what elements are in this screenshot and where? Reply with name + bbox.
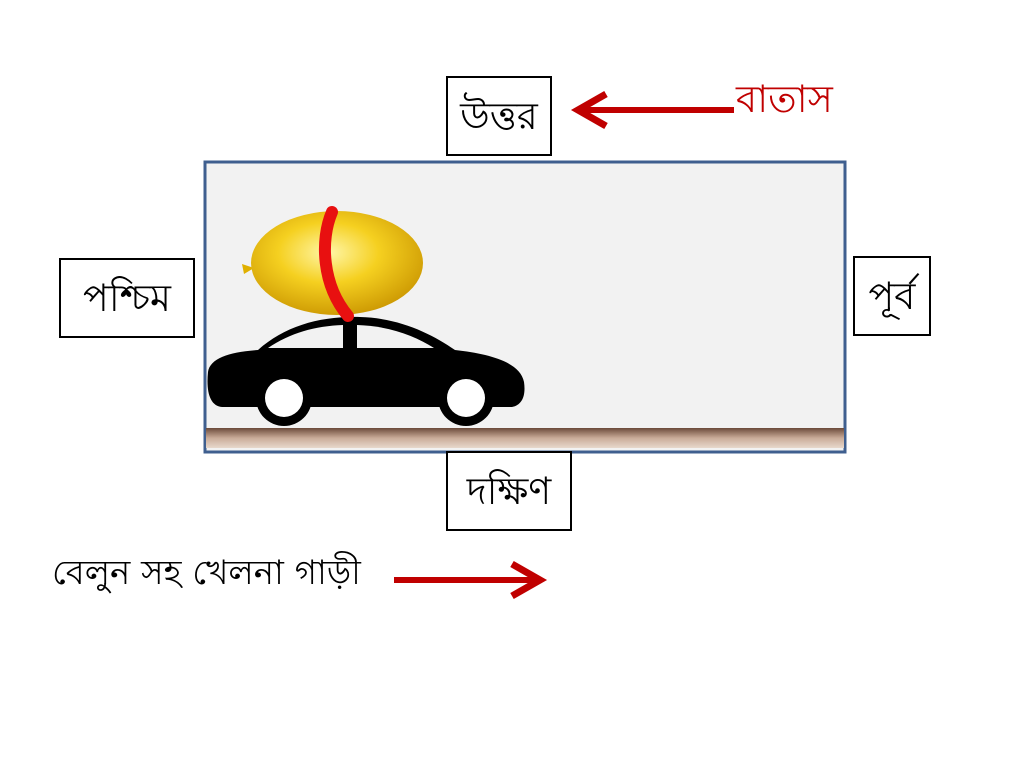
- direction-east-box: পূর্ব: [853, 256, 931, 336]
- wind-label: বাতাস: [736, 77, 833, 121]
- car-front-wheel-hub: [447, 379, 485, 417]
- direction-north-box: উত্তর: [446, 76, 552, 156]
- direction-south-label: দক্ষিণ: [466, 469, 552, 513]
- direction-north-label: উত্তর: [460, 94, 538, 138]
- direction-west-box: পশ্চিম: [59, 258, 195, 338]
- car-rear-window: [268, 325, 343, 348]
- direction-east-label: পূর্ব: [868, 274, 916, 318]
- balloon-knot: [242, 264, 254, 274]
- car-front-window: [357, 325, 434, 348]
- direction-south-box: দক্ষিণ: [446, 451, 572, 531]
- toy-car: [207, 316, 525, 426]
- car-motion-arrow-icon: [394, 560, 548, 600]
- car-label: বেলুন সহ খেলনা গাড়ী: [52, 553, 361, 593]
- car-rear-wheel-hub: [265, 379, 303, 417]
- balloon-body: [251, 211, 423, 315]
- wind-arrow-icon: [570, 90, 734, 130]
- balloon: [242, 206, 423, 322]
- ground-strip: [206, 428, 844, 448]
- direction-west-label: পশ্চিম: [83, 276, 171, 320]
- balloon-ribbon: [318, 206, 354, 322]
